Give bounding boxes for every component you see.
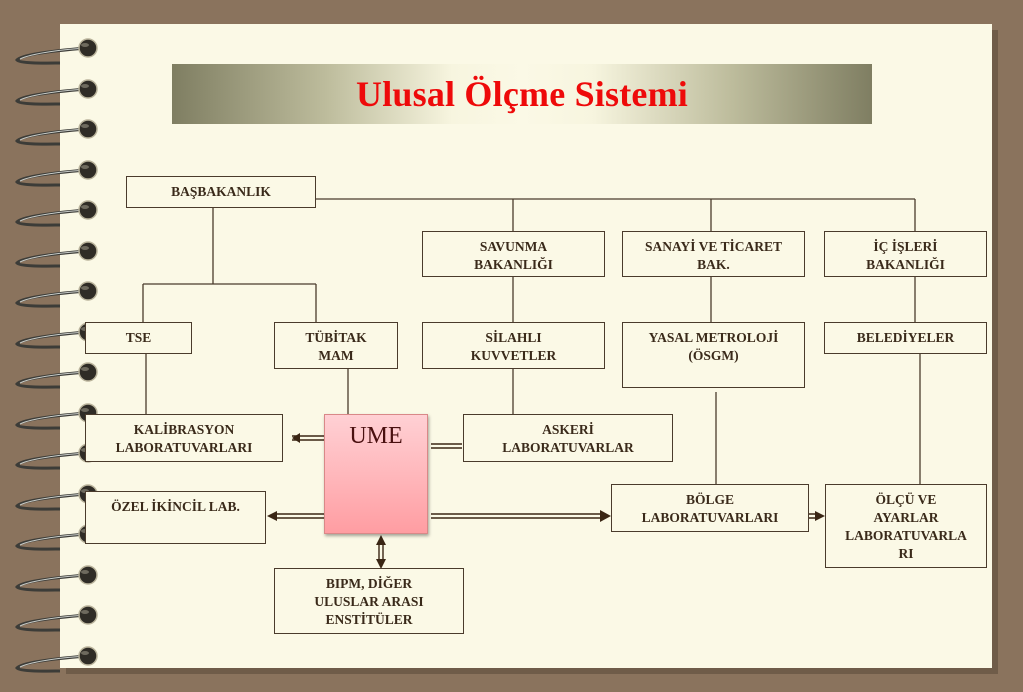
node-belediyeler: BELEDİYELER — [824, 322, 987, 354]
spiral-ring-icon — [12, 117, 102, 147]
node-yasal-metroloji: YASAL METROLOJİ (ÖSGM) — [622, 322, 805, 388]
node-savunma-bakanligi: SAVUNMA BAKANLIĞI — [422, 231, 605, 277]
spiral-ring-icon — [12, 198, 102, 228]
node-sanayi-ticaret-bak: SANAYİ VE TİCARET BAK. — [622, 231, 805, 277]
arrowhead-ozel — [267, 511, 277, 521]
node-kalibrasyon-laboratuvarlari: KALİBRASYON LABORATUVARLARI — [85, 414, 283, 462]
node-icisleri-bakanligi: İÇ İŞLERİ BAKANLIĞI — [824, 231, 987, 277]
arrowhead-kalibrasyon — [292, 433, 300, 443]
edge-basbakanlik-tse-tubitak — [142, 208, 317, 322]
node-tse: TSE — [85, 322, 192, 354]
spiral-ring-icon — [12, 644, 102, 674]
arrowhead-bipm-up — [376, 535, 386, 545]
arrow-ume-bolge — [431, 513, 600, 519]
spiral-ring-icon — [12, 360, 102, 390]
node-askeri-laboratuvarlar: ASKERİ LABORATUVARLAR — [463, 414, 673, 462]
arrow-bolge-olcu — [809, 513, 816, 519]
node-tubitak-mam: TÜBİTAK MAM — [274, 322, 398, 369]
arrowhead-olcu — [815, 511, 825, 521]
node-bipm-uluslararasi-enstituler: BIPM, DİĞER ULUSLAR ARASI ENSTİTÜLER — [274, 568, 464, 634]
node-silahli-kuvvetler: SİLAHLI KUVVETLER — [422, 322, 605, 369]
arrowhead-bipm-down — [376, 559, 386, 569]
node-ozel-ikincil-lab: ÖZEL İKİNCİL LAB. — [85, 491, 266, 544]
spiral-ring-icon — [12, 239, 102, 269]
arrow-ume-bipm — [378, 544, 384, 560]
node-ume: UME — [324, 414, 428, 534]
node-bolge-laboratuvarlari: BÖLGE LABORATUVARLARI — [611, 484, 809, 532]
title-banner: Ulusal Ölçme Sistemi — [172, 64, 872, 124]
spiral-ring-icon — [12, 77, 102, 107]
node-basbakanlik: BAŞBAKANLIK — [126, 176, 316, 208]
node-olcu-ayarlar-laboratuvarlari: ÖLÇÜ VE AYARLAR LABORATUVARLA RI — [825, 484, 987, 568]
spiral-ring-icon — [12, 36, 102, 66]
page-title: Ulusal Ölçme Sistemi — [356, 74, 688, 114]
edge-basbakanlik-ministries — [316, 198, 916, 231]
spiral-ring-icon — [12, 158, 102, 188]
spiral-ring-icon — [12, 563, 102, 593]
arrow-ume-ozel — [276, 513, 324, 519]
arrowhead-bolge — [600, 510, 611, 522]
spiral-ring-icon — [12, 603, 102, 633]
spiral-ring-icon — [12, 279, 102, 309]
arrow-ume-askeri — [431, 443, 462, 449]
